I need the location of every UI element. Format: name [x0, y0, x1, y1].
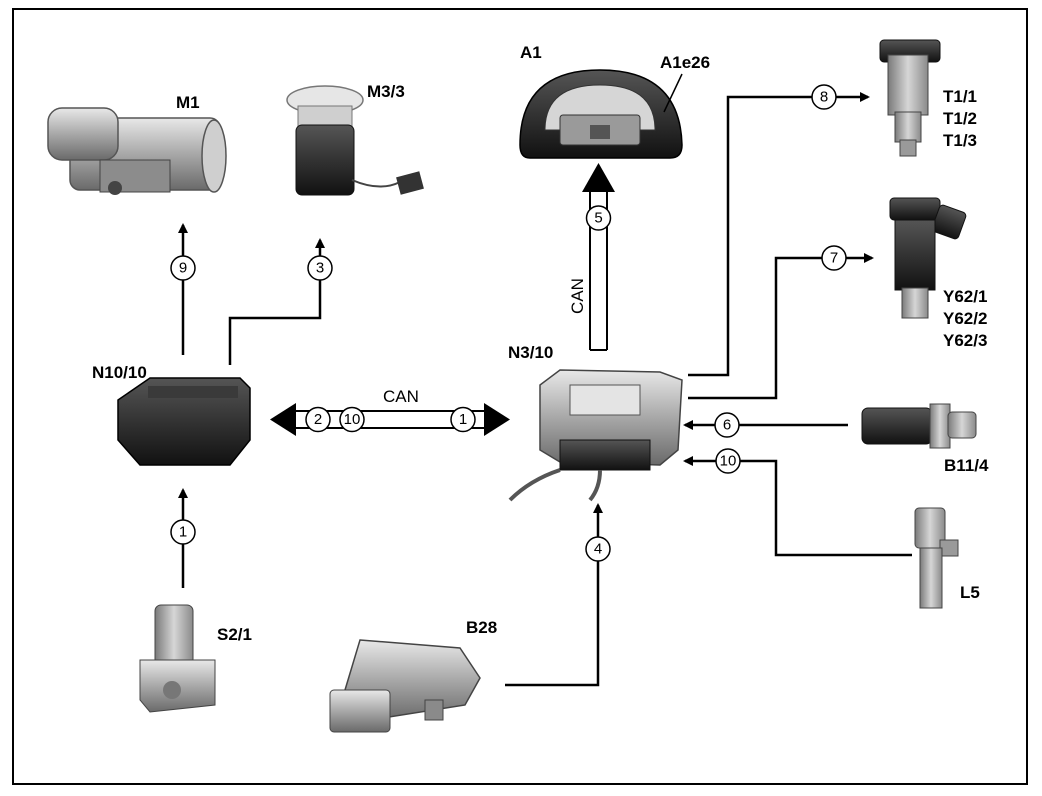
signal-10-l5: 10: [715, 448, 741, 474]
label-t1-1: T1/1: [943, 87, 977, 106]
can-label-horizontal: CAN: [383, 387, 419, 406]
signal-3: 3: [307, 255, 333, 281]
label-y62-1: Y62/1: [943, 287, 987, 306]
signal-2-label: 2: [314, 411, 322, 428]
label-m3-3: M3/3: [367, 82, 405, 101]
label-b11-4: B11/4: [944, 456, 989, 475]
signal-1-can: 1: [450, 406, 476, 433]
coolant-temperature-sensor-b11-4: [861, 403, 977, 449]
signal-4-label: 4: [594, 541, 602, 558]
signal-5-label: 5: [594, 210, 602, 227]
diagram-frame: [12, 8, 1028, 785]
signal-7: 7: [821, 245, 847, 271]
wire-l5-to-n3-10: [683, 456, 912, 557]
signal-8-label: 8: [820, 89, 828, 106]
label-n10-10: N10/10: [92, 363, 147, 382]
label-a1e26: A1e26: [660, 53, 710, 72]
label-y62-2: Y62/2: [943, 309, 987, 328]
signal-10-can: 10: [339, 406, 365, 433]
can-label-vertical: CAN: [568, 278, 587, 314]
label-n3-10: N3/10: [508, 343, 553, 362]
engine-control-unit-n3-10: [508, 369, 683, 502]
label-m1: M1: [176, 93, 200, 112]
signal-1-s2: 1: [170, 519, 196, 545]
signal-7-label: 7: [830, 250, 838, 267]
label-l5: L5: [960, 583, 980, 602]
starter-motor-m1: [47, 107, 227, 195]
can-bus-n3-a1: [582, 163, 615, 351]
signal-9: 9: [170, 255, 196, 281]
label-t1-3: T1/3: [943, 131, 977, 150]
ignition-starter-switch-s2-1: [139, 604, 216, 713]
signal-6-label: 6: [723, 417, 731, 434]
label-y62-3: Y62/3: [943, 331, 987, 350]
signal-3-label: 3: [316, 260, 324, 277]
pressure-sensor-b28: [329, 639, 481, 733]
signal-9-label: 9: [179, 260, 187, 277]
signal-1-can-label: 1: [459, 411, 467, 428]
label-t1-2: T1/2: [943, 109, 977, 128]
label-s2-1: S2/1: [217, 625, 252, 644]
signal-4: 4: [585, 536, 611, 562]
wire-n3-10-to-t1: [688, 92, 870, 377]
fuel-pump-m3-3: [286, 85, 424, 196]
label-a1: A1: [520, 43, 542, 62]
label-b28: B28: [466, 618, 497, 637]
signal-6: 6: [714, 412, 740, 438]
wire-n10-to-m3-3: [228, 238, 325, 365]
wire-b28-to-n3-10: [505, 503, 603, 687]
signal-1-s2-label: 1: [179, 524, 187, 541]
instrument-cluster-a1: [519, 69, 683, 159]
signal-10-can-label: 10: [344, 411, 361, 428]
leader-a1e26: [663, 73, 683, 113]
wire-n3-10-to-y62: [688, 253, 874, 400]
signal-8: 8: [811, 84, 837, 110]
ignition-coil-t1: [879, 39, 941, 157]
signal-2: 2: [305, 406, 331, 433]
crankshaft-position-sensor-l5: [914, 507, 959, 609]
signal-10-l5-label: 10: [720, 453, 737, 470]
signal-5: 5: [585, 205, 612, 231]
sam-control-unit-n10-10: [117, 377, 251, 466]
injector-y62: [889, 197, 967, 319]
